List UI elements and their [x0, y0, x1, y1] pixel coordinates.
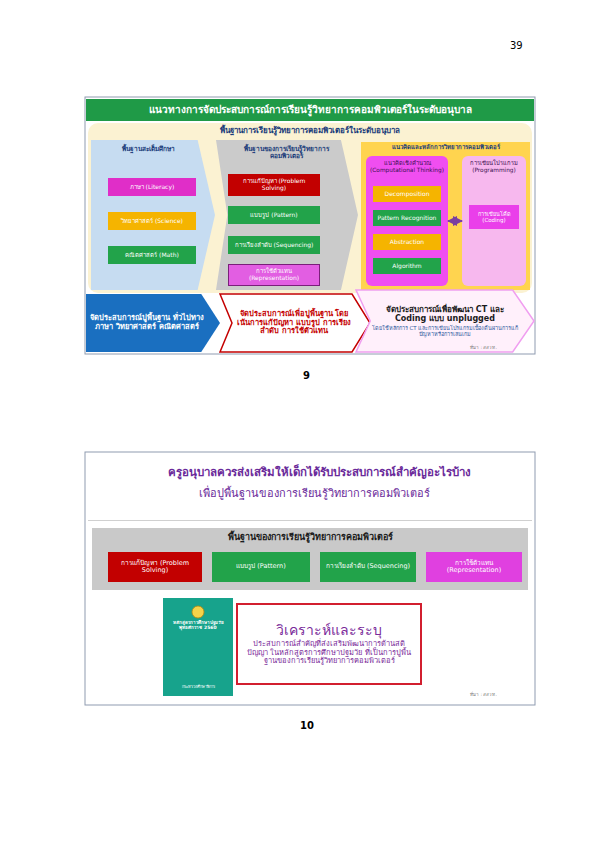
- node-text: การแก้ปัญหา (Problem Solving): [110, 560, 200, 575]
- slide-subtitle: เพื่อปูพื้นฐานของการเรียนรู้วิทยาการคอมพ…: [199, 488, 430, 501]
- process-box: การเขียนโค้ด (Coding): [469, 205, 519, 229]
- emblem: [192, 606, 204, 618]
- double-arrow: [448, 220, 462, 222]
- shape-fill: [356, 290, 534, 352]
- band: พื้นฐานของการเรียนรู้วิทยาการคอมพิวเตอร์…: [92, 528, 528, 590]
- node-text: แนวคิดเชิงคำนวณ (Computational Thinking): [368, 160, 446, 173]
- arrow-box: จัดประสบการณ์ปูพื้นฐาน ทั่วไปทาง ภาษา วิ…: [86, 294, 220, 352]
- node-text: วิทยาศาสตร์ (Science): [121, 218, 183, 225]
- node-text: แบบรูป (Pattern): [236, 563, 286, 570]
- node-text: การเรียงลำดับ (Sequencing): [326, 563, 410, 570]
- shape-fill: [216, 140, 358, 290]
- shape-fill: [220, 294, 370, 352]
- slide-frame: [85, 97, 535, 354]
- book-cover: หลักสูตรการศึกษาปฐมวัย พุทธศักราช 2560 กร…: [163, 598, 233, 696]
- title-band: แนวทางการจัดประสบการณ์การเรียนรู้วิทยากา…: [86, 99, 534, 121]
- panel: พื้นฐานการเรียนรู้วิทยาการคอมพิวเตอร์ในร…: [88, 123, 532, 293]
- node-text: จัดประสบการณ์เพื่อพัฒนา CT และ Coding แบ…: [370, 305, 520, 323]
- node-text: จัดประสบการณ์ปูพื้นฐาน ทั่วไปทาง ภาษา วิ…: [90, 314, 204, 331]
- node-text: Algorithm: [392, 263, 421, 270]
- node-text: หลักสูตรการศึกษาปฐมวัย พุทธศักราช 2560: [167, 620, 229, 630]
- process-box: Pattern Recognition: [373, 210, 441, 226]
- node-body: โดยใช้หลักการ CT และการเขียนโปรแกรมเบื้อ…: [370, 325, 520, 338]
- node-text: แนวคิดและหลักการวิทยาการคอมพิวเตอร์: [392, 144, 500, 151]
- node-text: การแก้ปัญหา (Problem Solving): [230, 178, 318, 192]
- shape-fill: [91, 140, 215, 290]
- source-note: ที่มา : สสวท.: [470, 345, 497, 350]
- node-text: พื้นฐานของการเรียนรู้วิทยาการคอมพิวเตอร์: [230, 146, 342, 161]
- process-box: ภาษา (Literacy): [108, 178, 196, 196]
- node-text: Decomposition: [385, 191, 430, 198]
- process-box: การเรียงลำดับ (Sequencing): [320, 552, 416, 582]
- node-text: คณิตศาสตร์ (Math): [125, 252, 179, 259]
- arrow-box: จัดประสบการณ์เพื่อปูพื้นฐาน โดยเน้นการแก…: [220, 294, 370, 352]
- process-box: การเรียงลำดับ (Sequencing): [228, 236, 320, 254]
- divider: [88, 520, 532, 521]
- node-text: การใช้ตัวแทน (Representation): [231, 268, 317, 282]
- process-box: แบบรูป (Pattern): [212, 552, 310, 582]
- node-text: การเขียนโค้ด (Coding): [471, 211, 517, 224]
- slide-frame: [85, 452, 535, 705]
- arrow-group: พื้นฐานสะเต็มศึกษาภาษา (Literacy) วิทยาศา…: [91, 140, 215, 290]
- node-text: การเรียงลำดับ (Sequencing): [235, 242, 314, 249]
- node-text: Abstraction: [390, 239, 424, 246]
- node-text: แนวทางการจัดประสบการณ์การเรียนรู้วิทยากา…: [149, 104, 472, 116]
- process-box: Algorithm: [373, 258, 441, 274]
- callout-box: วิเคราะห์และระบุประสบการณ์สำคัญที่ส่งเสร…: [236, 603, 422, 685]
- slide-title: ครูอนุบาลควรส่งเสริมให้เด็กได้รับประสบกา…: [168, 466, 471, 479]
- process-box: การใช้ตัวแทน (Representation): [228, 264, 320, 286]
- arrow-box: จัดประสบการณ์เพื่อพัฒนา CT และ Coding แบ…: [356, 290, 534, 352]
- process-box: การแก้ปัญหา (Problem Solving): [228, 174, 320, 196]
- node-text: การใช้ตัวแทน (Representation): [428, 560, 520, 575]
- arrow-group: พื้นฐานของการเรียนรู้วิทยาการคอมพิวเตอร์…: [216, 140, 358, 290]
- node-text: พื้นฐานของการเรียนรู้วิทยาการคอมพิวเตอร์: [228, 532, 393, 542]
- node-text: ภาษา (Literacy): [130, 184, 175, 191]
- process-box: การใช้ตัวแทน (Representation): [426, 552, 522, 582]
- node-text: วิเคราะห์และระบุ: [276, 622, 382, 638]
- node-body: กระทรวงศึกษาธิการ: [182, 685, 215, 690]
- concept-group: แนวคิดและหลักการวิทยาการคอมพิวเตอร์แนวคิ…: [361, 142, 530, 290]
- node-text: Pattern Recognition: [378, 215, 437, 222]
- process-box: แบบรูป (Pattern): [228, 206, 320, 224]
- process-box: การแก้ปัญหา (Problem Solving): [108, 552, 202, 582]
- concept-group: การเขียนโปรแกรม (Programming) การเขียนโค้…: [462, 156, 526, 286]
- process-box: วิทยาศาสตร์ (Science): [108, 212, 196, 230]
- node-text: พื้นฐานการเรียนรู้วิทยาการคอมพิวเตอร์ในร…: [220, 126, 400, 135]
- page-number: 39: [510, 40, 523, 52]
- slide-number: 10: [300, 720, 314, 732]
- node-text: จัดประสบการณ์เพื่อปูพื้นฐาน โดยเน้นการแก…: [234, 310, 354, 336]
- node-text: แบบรูป (Pattern): [250, 212, 297, 219]
- process-box: Decomposition: [373, 186, 441, 202]
- source-note: ที่มา : สสวท.: [470, 692, 497, 697]
- node-text: การเขียนโปรแกรม (Programming): [464, 160, 524, 173]
- process-box: คณิตศาสตร์ (Math): [108, 246, 196, 264]
- slide-number: 9: [303, 370, 310, 382]
- node-body: ประสบการณ์สำคัญที่ส่งเสริมพัฒนาการด้านสต…: [244, 640, 414, 666]
- concept-group: แนวคิดเชิงคำนวณ (Computational Thinking)…: [366, 156, 448, 286]
- process-box: Abstraction: [373, 234, 441, 250]
- shape-fill: [86, 294, 220, 352]
- node-text: พื้นฐานสะเต็มศึกษา: [122, 146, 175, 153]
